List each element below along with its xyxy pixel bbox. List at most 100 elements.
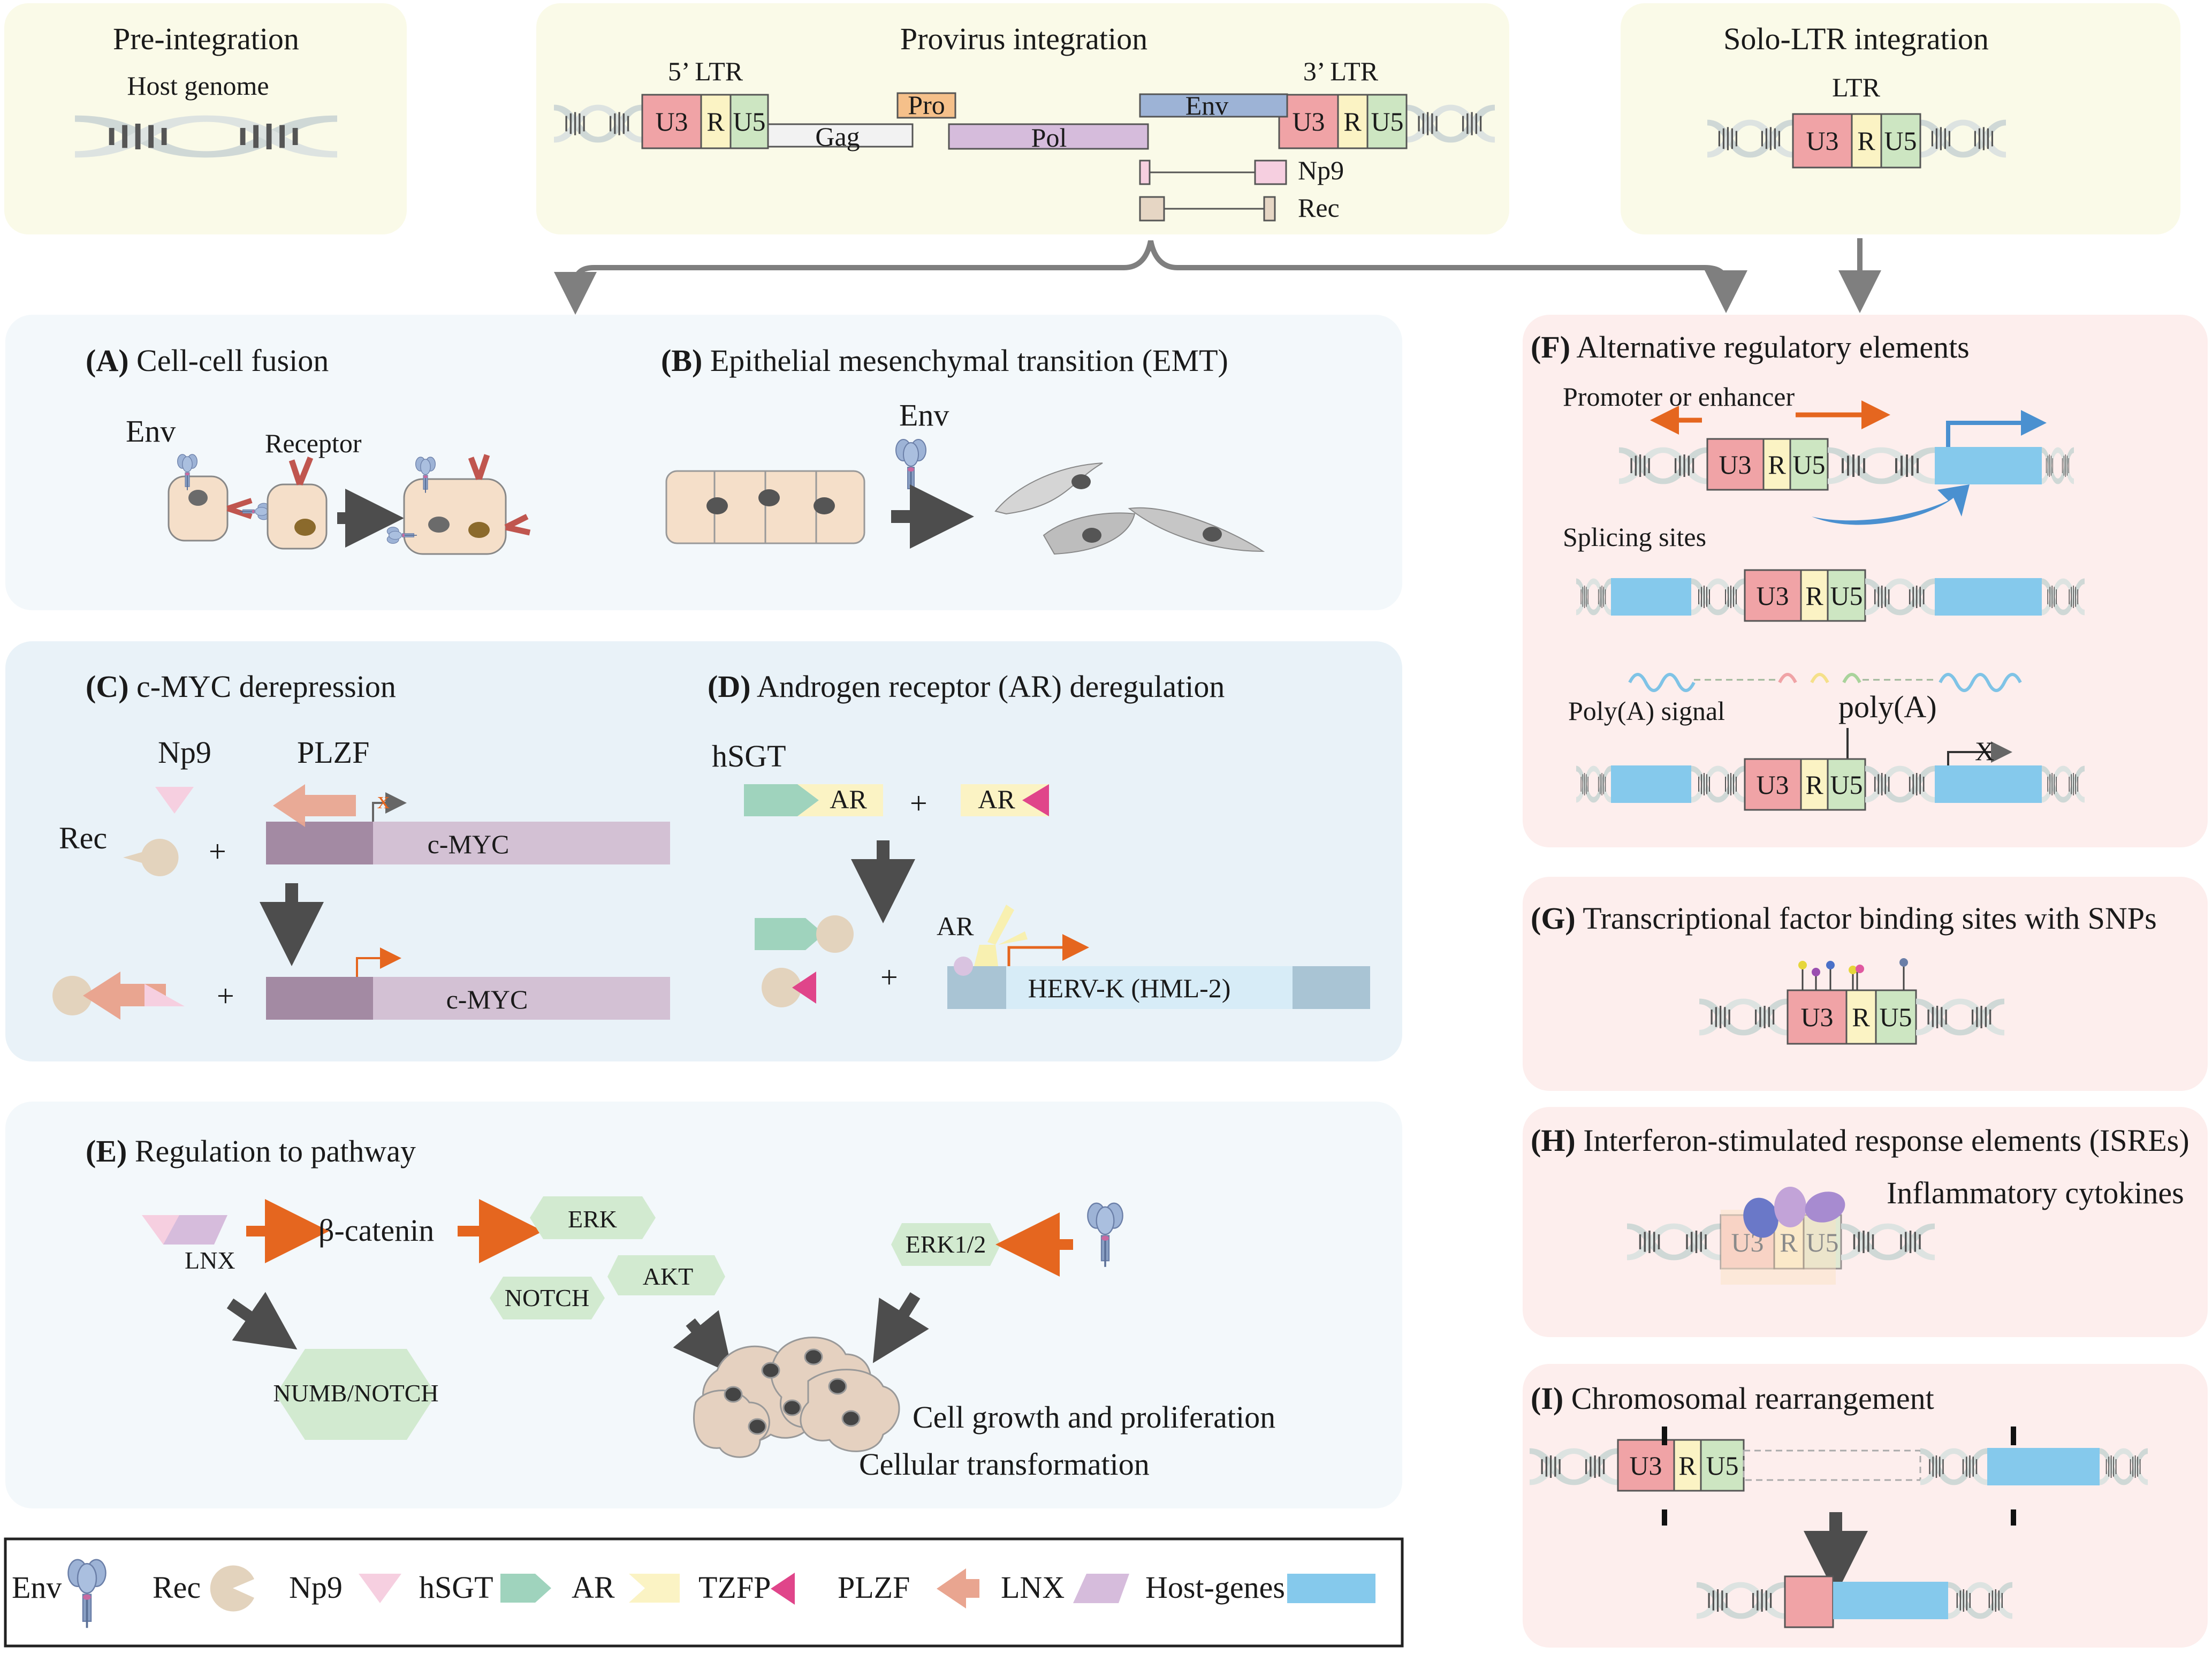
cellular-transformation-label: Cellular transformation — [859, 1447, 1150, 1482]
gag-gene — [767, 123, 914, 148]
legend-plzf-icon — [937, 1568, 979, 1609]
transformed-cells-cluster — [693, 1337, 900, 1458]
plus-sign: + — [910, 786, 928, 821]
panel-e-title: (E) Regulation to pathway — [86, 1134, 416, 1169]
polya-signal-label: Poly(A) signal — [1568, 696, 1725, 726]
rearrangement-before: U3 R U5 — [1530, 1427, 2148, 1526]
svg-text:AR: AR — [830, 784, 867, 814]
panel-i — [1523, 1364, 2208, 1648]
plus-sign: + — [209, 834, 226, 869]
svg-text:U3: U3 — [1719, 450, 1751, 480]
panel-a-env-label: Env — [126, 414, 176, 449]
legend-rec-icon — [210, 1565, 254, 1612]
legend-tzfp-label: TZFP — [698, 1570, 771, 1605]
legend-ar-icon — [629, 1574, 680, 1603]
svg-text:NUMB/NOTCH: NUMB/NOTCH — [273, 1379, 438, 1407]
solo-ltr-label: LTR — [1832, 72, 1880, 102]
plzf-rec-np9-complex — [52, 972, 185, 1020]
x-mark: X — [1975, 736, 1994, 766]
notch-hex: NOTCH — [490, 1277, 605, 1319]
svg-text:R: R — [1852, 1002, 1870, 1032]
legend-np9-label: Np9 — [289, 1570, 343, 1605]
svg-text:U5: U5 — [1830, 770, 1863, 800]
plus-sign: + — [880, 960, 898, 995]
herv-k-locus: HERV-K (HML-2) — [947, 905, 1370, 1009]
svg-text:AR: AR — [978, 784, 1015, 814]
splicing-sites-label: Splicing sites — [1563, 522, 1706, 552]
hsgt-rec-complex — [755, 915, 854, 1007]
panel-h — [1523, 1107, 2208, 1337]
cmyc-repressed: c-MYC x — [266, 784, 670, 864]
np9-triangle — [155, 787, 194, 814]
svg-text:R: R — [1805, 581, 1823, 611]
polya-label: poly(A) — [1838, 689, 1937, 724]
svg-text:x: x — [377, 786, 390, 814]
rec-transcript — [1139, 196, 1276, 222]
host-genome-label: Host genome — [127, 71, 269, 101]
promoter-enhancer-label: Promoter or enhancer — [1563, 382, 1795, 412]
pro-gene — [896, 92, 956, 119]
pol-gene — [948, 123, 1149, 150]
env-gene — [1139, 93, 1288, 118]
svg-text:U3: U3 — [1800, 1002, 1833, 1032]
panel-b-title: (B) Epithelial mesenchymal transition (E… — [661, 343, 1228, 378]
ltr5-block: U3 R U5 — [641, 94, 769, 149]
f-row3: U3 R U5 — [1576, 741, 2085, 811]
panel-a-title: (A) Cell-cell fusion — [86, 343, 329, 378]
panel-g-title: (G) Transcriptional factor binding sites… — [1531, 901, 2157, 936]
svg-text:U5: U5 — [1879, 1002, 1912, 1032]
gag-label: Gag — [815, 122, 860, 151]
svg-text:U3: U3 — [1756, 770, 1789, 800]
akt-to-cells-arrow — [673, 1310, 733, 1375]
ltr3-block: U3 R U5 — [1278, 94, 1408, 149]
panel-c-title: (C) c-MYC derepression — [86, 669, 396, 704]
legend-rec-label: Rec — [153, 1570, 201, 1605]
legend-tzfp-icon — [771, 1573, 795, 1605]
svg-text:ERK1/2: ERK1/2 — [906, 1231, 986, 1258]
provirus-integration-title: Provirus integration — [900, 21, 1147, 56]
isre-ltr: U3 R U5 — [1627, 1187, 1935, 1285]
svg-text:ERK: ERK — [568, 1205, 617, 1233]
pro-label: Pro — [908, 90, 945, 120]
erk12-to-cells-arrow — [872, 1292, 929, 1363]
numb-notch-hex: NUMB/NOTCH — [273, 1349, 439, 1440]
solo-ltr-title: Solo-LTR integration — [1723, 21, 1989, 56]
svg-text:U5: U5 — [733, 107, 765, 136]
erk12-hex: ERK1/2 — [891, 1223, 1001, 1266]
svg-text:c-MYC: c-MYC — [428, 829, 510, 859]
svg-text:U5: U5 — [1792, 450, 1825, 480]
svg-text:U3: U3 — [1629, 1451, 1662, 1481]
ltr5-label: 5’ LTR — [668, 56, 743, 86]
legend-host-genes-label: Host-genes — [1145, 1570, 1285, 1605]
legend-env-label: Env — [12, 1570, 62, 1605]
svg-text:HERV-K (HML-2): HERV-K (HML-2) — [1028, 973, 1231, 1003]
pol-label: Pol — [1031, 123, 1067, 153]
panel-a-receptor-label: Receptor — [265, 428, 362, 458]
beta-catenin-label: β-catenin — [318, 1213, 434, 1248]
solo-ltr-block: U3 R U5 — [1792, 113, 1921, 169]
svg-text:U3: U3 — [1806, 126, 1838, 156]
provirus-brace-arrows — [554, 240, 1747, 315]
rec-pacman — [123, 839, 179, 877]
cell-growth-label: Cell growth and proliferation — [913, 1400, 1275, 1435]
panel-g — [1523, 877, 2208, 1091]
svg-text:R: R — [1768, 450, 1786, 480]
akt-hex: AKT — [607, 1255, 725, 1295]
panel-f-title: (F) Alternative regulatory elements — [1531, 330, 1970, 365]
legend-ar-label: AR — [572, 1570, 615, 1605]
hsgt-ar-fusion: AR — [744, 784, 883, 816]
panel-c-rec-label: Rec — [59, 821, 107, 855]
legend-hsgt-label: hSGT — [419, 1570, 493, 1605]
svg-text:c-MYC: c-MYC — [446, 984, 528, 1014]
legend: Env Rec Np9 hSGT AR TZFP PLZF LNX Host-g… — [12, 1558, 1375, 1629]
svg-text:R: R — [706, 107, 725, 136]
rec-label: Rec — [1298, 193, 1340, 223]
legend-host-genes-icon — [1287, 1574, 1375, 1603]
panel-cd — [5, 641, 1402, 1061]
svg-text:U3: U3 — [1756, 581, 1789, 611]
panel-b-env-label: Env — [899, 398, 949, 433]
svg-text:U5: U5 — [1884, 126, 1917, 156]
legend-lnx-label: LNX — [1001, 1570, 1065, 1605]
ltr3-label: 3’ LTR — [1303, 56, 1379, 86]
